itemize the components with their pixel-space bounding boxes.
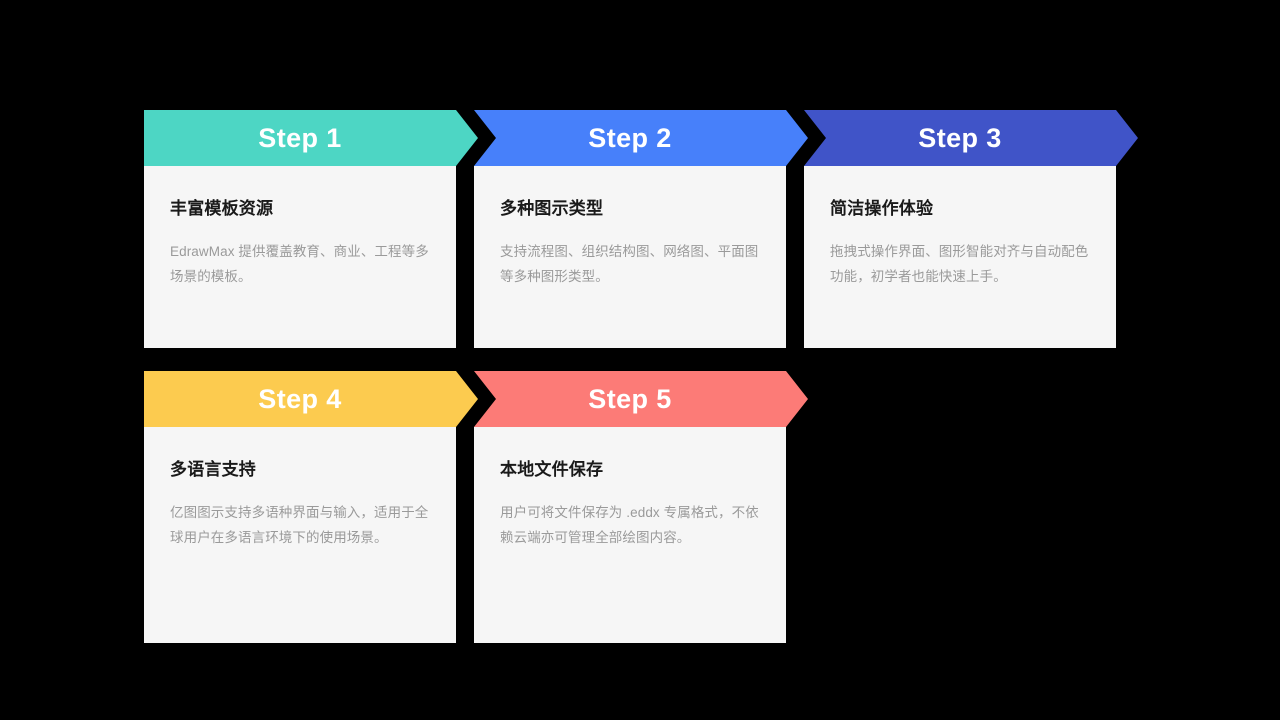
step-header-2[interactable]: Step 2 [474, 110, 808, 166]
step-header-5[interactable]: Step 5 [474, 371, 808, 427]
step-title-4: 多语言支持 [170, 460, 256, 479]
step-desc-5: 用户可将文件保存为 .eddx 专属格式，不依赖云端亦可管理全部绘图内容。 [500, 505, 759, 546]
step-header-label-5: Step 5 [588, 383, 672, 414]
step-card-1[interactable]: Step 1 丰富模板资源 EdrawMax 提供覆盖教育、商业、工程等多场景的… [144, 110, 456, 348]
step-body-2: 多种图示类型 支持流程图、组织结构图、网络图、平面图等多种图形类型。 [474, 166, 786, 348]
step-header-label-2: Step 2 [588, 122, 672, 153]
step-card-4[interactable]: Step 4 多语言支持 亿图图示支持多语种界面与输入，适用于全球用户在多语言环… [144, 371, 456, 643]
step-row-1: Step 1 丰富模板资源 EdrawMax 提供覆盖教育、商业、工程等多场景的… [144, 110, 1116, 348]
step-header-4[interactable]: Step 4 [144, 371, 478, 427]
step-header-3[interactable]: Step 3 [804, 110, 1138, 166]
step-header-label-3: Step 3 [918, 122, 1002, 153]
step-desc-3: 拖拽式操作界面、图形智能对齐与自动配色功能，初学者也能快速上手。 [830, 244, 1089, 285]
step-desc-2: 支持流程图、组织结构图、网络图、平面图等多种图形类型。 [500, 244, 759, 285]
step-desc-4: 亿图图示支持多语种界面与输入，适用于全球用户在多语言环境下的使用场景。 [170, 505, 429, 546]
step-card-2[interactable]: Step 2 多种图示类型 支持流程图、组织结构图、网络图、平面图等多种图形类型… [474, 110, 786, 348]
step-header-label-1: Step 1 [258, 122, 342, 153]
step-card-5[interactable]: Step 5 本地文件保存 用户可将文件保存为 .eddx 专属格式，不依赖云端… [474, 371, 786, 643]
step-title-5: 本地文件保存 [500, 460, 604, 479]
step-desc-1: EdrawMax 提供覆盖教育、商业、工程等多场景的模板。 [170, 244, 429, 285]
step-body-4: 多语言支持 亿图图示支持多语种界面与输入，适用于全球用户在多语言环境下的使用场景… [144, 427, 456, 643]
step-title-2: 多种图示类型 [500, 199, 604, 218]
step-body-5: 本地文件保存 用户可将文件保存为 .eddx 专属格式，不依赖云端亦可管理全部绘… [474, 427, 786, 643]
step-body-3: 简洁操作体验 拖拽式操作界面、图形智能对齐与自动配色功能，初学者也能快速上手。 [804, 166, 1116, 348]
step-title-3: 简洁操作体验 [830, 199, 934, 218]
step-card-3[interactable]: Step 3 简洁操作体验 拖拽式操作界面、图形智能对齐与自动配色功能，初学者也… [804, 110, 1116, 348]
step-header-label-4: Step 4 [258, 383, 342, 414]
step-row-2: Step 4 多语言支持 亿图图示支持多语种界面与输入，适用于全球用户在多语言环… [144, 371, 786, 643]
step-body-1: 丰富模板资源 EdrawMax 提供覆盖教育、商业、工程等多场景的模板。 [144, 166, 456, 348]
step-title-1: 丰富模板资源 [170, 199, 274, 218]
step-header-1[interactable]: Step 1 [144, 110, 478, 166]
